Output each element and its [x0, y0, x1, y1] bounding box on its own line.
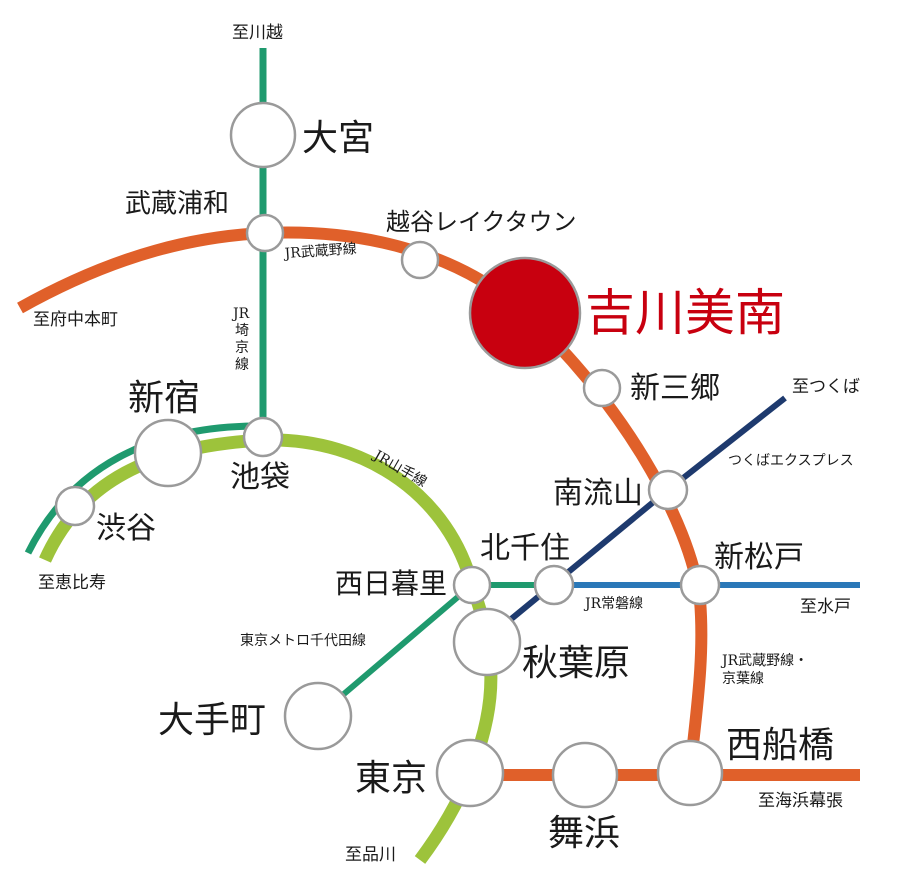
label-minaminagareyama: 南流山	[553, 476, 643, 511]
station-kitasenju[interactable]	[533, 564, 575, 606]
station-nishifunabashi[interactable]	[656, 739, 724, 807]
station-minaminagareyama[interactable]	[647, 469, 689, 511]
station-tokyo[interactable]	[435, 738, 505, 808]
station-ikebukuro[interactable]	[242, 416, 284, 458]
station-yoshikawaminami[interactable]	[468, 256, 582, 370]
label-yoshikawaminami: 吉川美南	[585, 284, 785, 342]
dest-kaihinmakuhari: 至海浜幕張	[758, 791, 843, 811]
label-ikebukuro: 池袋	[230, 460, 290, 495]
label-line-saikyo-4: 線	[235, 357, 249, 373]
label-line-saikyo-3: 京	[235, 340, 249, 356]
label-line-musashino: JR武蔵野線	[282, 241, 357, 262]
label-shinjuku: 新宿	[128, 378, 200, 419]
label-line-musashino-keiyo-1: JR武蔵野線・	[720, 653, 808, 669]
label-akihabara: 秋葉原	[522, 643, 630, 684]
line-saikyo-south	[24, 422, 264, 555]
station-shinjuku[interactable]	[133, 418, 203, 488]
label-nishifunabashi: 西船橋	[726, 725, 834, 766]
label-line-saikyo-2: 埼	[235, 323, 249, 339]
label-koshigaya: 越谷レイクタウン	[386, 208, 577, 236]
station-shinmatsudo[interactable]	[679, 564, 721, 606]
label-line-tx: つくばエクスプレス	[728, 453, 854, 469]
label-omiya: 大宮	[302, 118, 374, 159]
label-maihama: 舞浜	[548, 813, 620, 854]
station-shinmisato[interactable]	[582, 368, 622, 408]
dest-shinagawa: 至品川	[345, 845, 396, 865]
dest-tsukuba: 至つくば	[792, 377, 860, 397]
label-line-musashino-keiyo-2: 京葉線	[722, 671, 764, 687]
label-line-saikyo-1: JR	[231, 306, 250, 322]
station-musashiurawa[interactable]	[245, 213, 285, 253]
label-musashiurawa: 武蔵浦和	[125, 189, 229, 219]
station-omiya[interactable]	[229, 101, 297, 169]
label-line-joban: JR常磐線	[583, 596, 643, 612]
label-tokyo: 東京	[355, 758, 427, 799]
dest-ebisu: 至恵比寿	[38, 573, 106, 593]
label-shinmatsudo: 新松戸	[714, 540, 804, 575]
station-otemachi[interactable]	[283, 681, 353, 751]
label-nishinippori: 西日暮里	[335, 567, 447, 600]
dest-kawagoe: 至川越	[232, 23, 283, 43]
station-nishinippori[interactable]	[452, 565, 492, 605]
label-shinmisato: 新三郷	[630, 371, 720, 406]
station-koshigaya[interactable]	[400, 240, 440, 280]
label-otemachi: 大手町	[158, 700, 266, 741]
dest-mito: 至水戸	[800, 597, 851, 617]
label-shibuya: 渋谷	[96, 511, 156, 546]
label-kitasenju: 北千住	[480, 531, 570, 566]
station-shibuya[interactable]	[54, 485, 96, 527]
station-akihabara[interactable]	[452, 607, 522, 677]
station-maihama[interactable]	[551, 741, 619, 809]
dest-fuchuhonmachi: 至府中本町	[33, 310, 118, 330]
label-line-chiyoda: 東京メトロ千代田線	[240, 633, 366, 649]
